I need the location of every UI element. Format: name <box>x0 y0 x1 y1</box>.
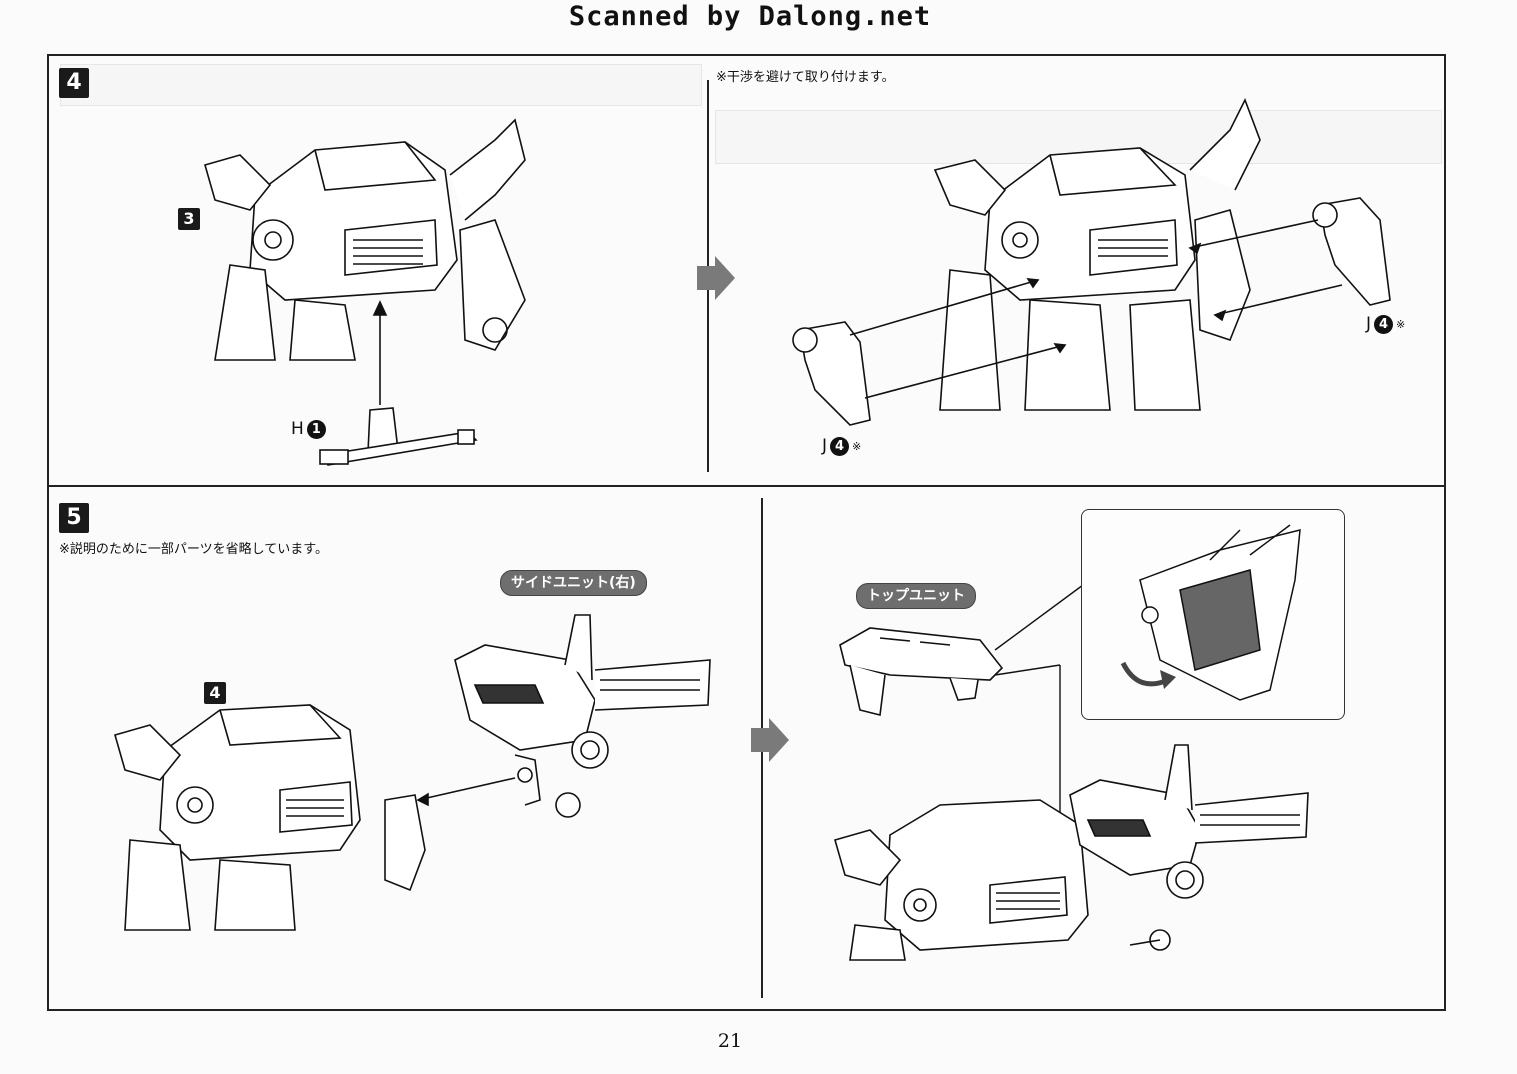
step5-note: ※説明のために一部パーツを省略しています。 <box>59 542 328 557</box>
part-h-number: 1 <box>306 419 326 439</box>
side-unit-right <box>416 614 711 818</box>
top-unit-label: トップユニット <box>856 583 976 609</box>
part-h-callout: H 1 <box>291 419 326 439</box>
side-unit-label: サイドユニット(右) <box>500 570 647 596</box>
page-frame <box>47 54 1446 1011</box>
step4-robot-body <box>204 118 526 361</box>
top-unit-part <box>839 627 1004 716</box>
step4-assembly-badge: 3 <box>178 208 200 230</box>
part-j-mark: ※ <box>1396 317 1406 331</box>
step5-assembly-badge: 4 <box>204 682 226 704</box>
top-unit-underside-detail <box>1139 524 1301 701</box>
part-j-callout-right: J 4 ※ <box>1366 314 1405 334</box>
page-number: 21 <box>717 1030 743 1052</box>
part-j-number: 4 <box>1374 314 1394 334</box>
part-j-mark: ※ <box>852 439 862 453</box>
scan-credit: Scanned by Dalong.net <box>568 1 932 32</box>
step5-robot-body <box>114 704 426 931</box>
step-divider <box>47 485 1446 487</box>
part-j-number: 4 <box>830 436 850 456</box>
step4-robot-assembly <box>792 98 1391 426</box>
rotate-arrow-icon <box>1120 661 1176 689</box>
part-j-letter: J <box>1366 314 1372 334</box>
part-j-callout-left: J 4 ※ <box>822 436 861 456</box>
part-h-stand <box>319 300 478 466</box>
part-j-letter: J <box>822 436 828 456</box>
step5-final-assembly <box>834 744 1309 961</box>
step4-note: ※干渉を避けて取り付けます。 <box>716 70 895 85</box>
bleed-through-band <box>60 64 702 106</box>
step4-badge: 4 <box>59 68 89 98</box>
flow-arrow-icon <box>697 256 735 300</box>
step5-badge: 5 <box>59 503 89 533</box>
flow-arrow-icon <box>751 718 789 762</box>
part-h-letter: H <box>291 419 304 439</box>
